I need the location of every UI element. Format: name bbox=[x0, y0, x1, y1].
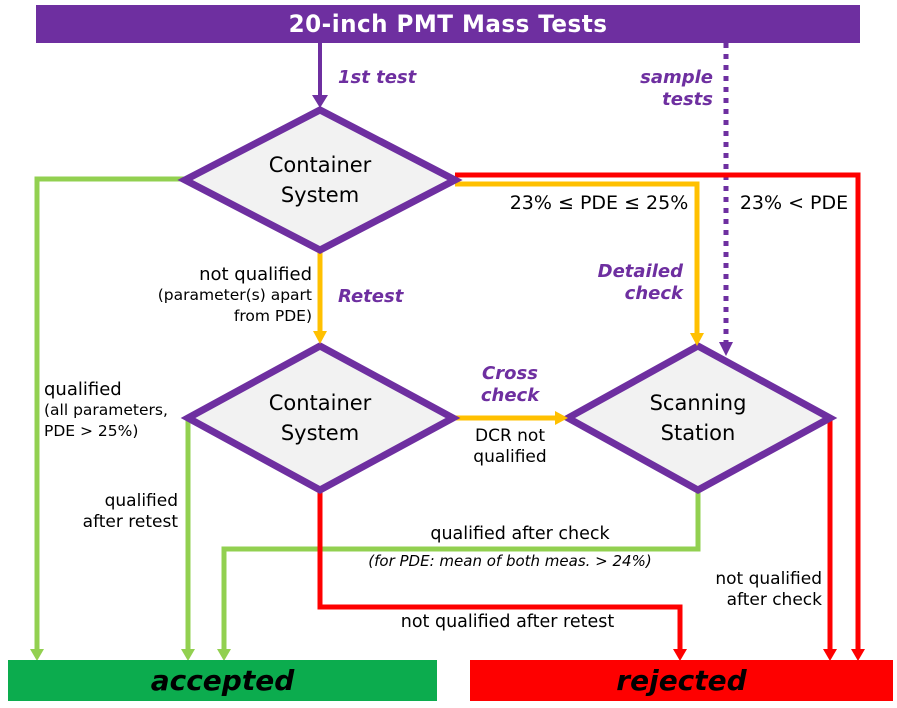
not-qualified-after-check-label: not qualified after check bbox=[715, 569, 822, 610]
page-title: 20-inch PMT Mass Tests bbox=[288, 10, 608, 38]
edge-qualified-after-check-line bbox=[221, 490, 701, 651]
arrowhead-not-qualified-after-retest bbox=[673, 649, 687, 661]
not-qualified-after-retest-label: not qualified after retest bbox=[400, 612, 615, 632]
pde-above-label: 23% < PDE bbox=[739, 192, 849, 214]
container-system-node-2 bbox=[180, 342, 461, 494]
scanning-station-node bbox=[560, 342, 838, 494]
dcr-not-qualified-label: DCR not qualified bbox=[473, 426, 547, 467]
arrowhead-cross-check bbox=[555, 411, 568, 425]
arrowhead-qualified-after-retest bbox=[181, 649, 195, 661]
arrowhead-qualified-after-check bbox=[217, 649, 231, 661]
edge-qualified-line bbox=[34, 176, 185, 651]
rejected-box: rejected bbox=[470, 660, 893, 701]
arrowhead-detailed-check bbox=[690, 333, 704, 346]
not-qualified-label: not qualified (parameter(s) apart from P… bbox=[157, 264, 312, 325]
container-system-2-label: Container System bbox=[268, 391, 372, 445]
sample-tests-label: sample tests bbox=[640, 67, 713, 110]
container-system-node-1 bbox=[177, 106, 463, 254]
cross-check-label: Cross check bbox=[480, 363, 540, 406]
detailed-check-label: Detailed check bbox=[597, 261, 683, 304]
first-test-label: 1st test bbox=[338, 67, 417, 88]
qualified-after-check-label: qualified after check bbox=[430, 524, 610, 544]
arrowhead-pde-above bbox=[851, 649, 865, 661]
accepted-label: accepted bbox=[150, 664, 295, 697]
edge-detailed-check-line bbox=[455, 181, 700, 336]
qualified-after-retest-label: qualified after retest bbox=[82, 491, 178, 532]
qualified-after-check-note: (for PDE: mean of both meas. > 24%) bbox=[368, 552, 652, 570]
accepted-box: accepted bbox=[8, 660, 437, 701]
arrowhead-not-qualified-after-check bbox=[823, 649, 837, 661]
title-banner: 20-inch PMT Mass Tests bbox=[36, 5, 860, 43]
container-system-1-label: Container System bbox=[268, 153, 372, 207]
edge-not-qualified-after-retest-line bbox=[317, 490, 683, 651]
scanning-station-label: Scanning Station bbox=[649, 391, 747, 445]
arrowhead-qualified bbox=[30, 649, 44, 661]
arrowhead-sample-tests bbox=[719, 342, 733, 356]
retest-label: Retest bbox=[338, 286, 404, 307]
arrowhead-first-test bbox=[312, 95, 328, 108]
qualified-label: qualified (all parameters, PDE > 25%) bbox=[44, 379, 168, 440]
arrowhead-retest bbox=[313, 331, 327, 344]
pde-range-label: 23% ≤ PDE ≤ 25% bbox=[509, 192, 689, 214]
edge-pde-above-line bbox=[455, 172, 861, 651]
rejected-label: rejected bbox=[616, 664, 747, 697]
